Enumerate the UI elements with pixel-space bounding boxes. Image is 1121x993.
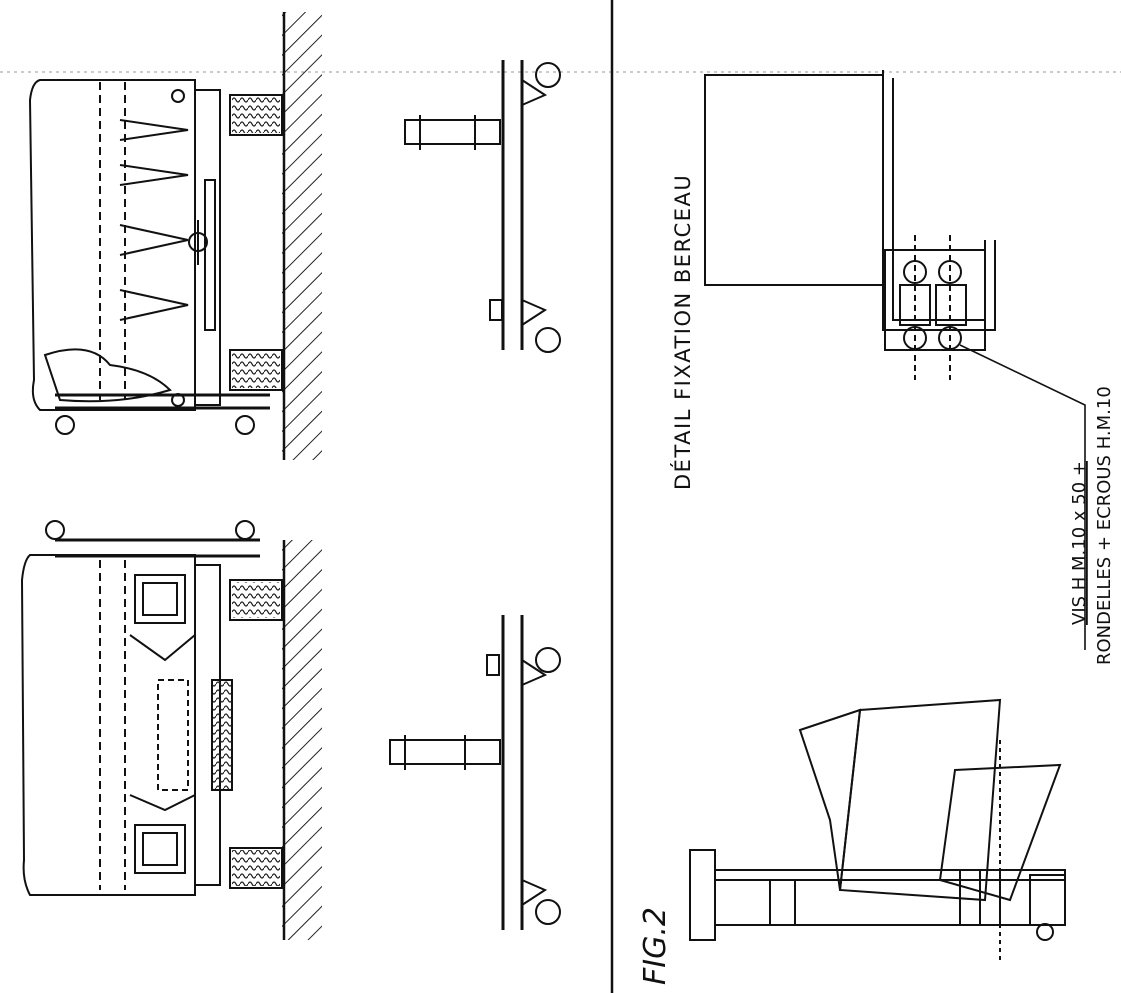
figure-label: FIG.2 xyxy=(638,907,673,985)
callout-text-line1: VIS H M.10 x 50 + xyxy=(1069,461,1090,625)
callout-text-line2: RONDELLES + ECROUS H.M.10 xyxy=(1094,386,1115,665)
cradle-perspective-view xyxy=(689,698,1066,960)
bed-cradle-upper-view xyxy=(28,79,283,435)
bed-cradle-lower-view xyxy=(20,520,283,896)
callout-leader-line xyxy=(959,344,1086,650)
ground-hatching-upper xyxy=(282,12,322,460)
trolley-frame-upper xyxy=(404,60,561,353)
detail-title: DÉTAIL FIXATION BERCEAU xyxy=(670,174,695,490)
cradle-fixation-detail xyxy=(704,70,996,380)
trolley-frame-lower xyxy=(389,615,561,930)
ground-hatching-lower xyxy=(282,540,322,940)
